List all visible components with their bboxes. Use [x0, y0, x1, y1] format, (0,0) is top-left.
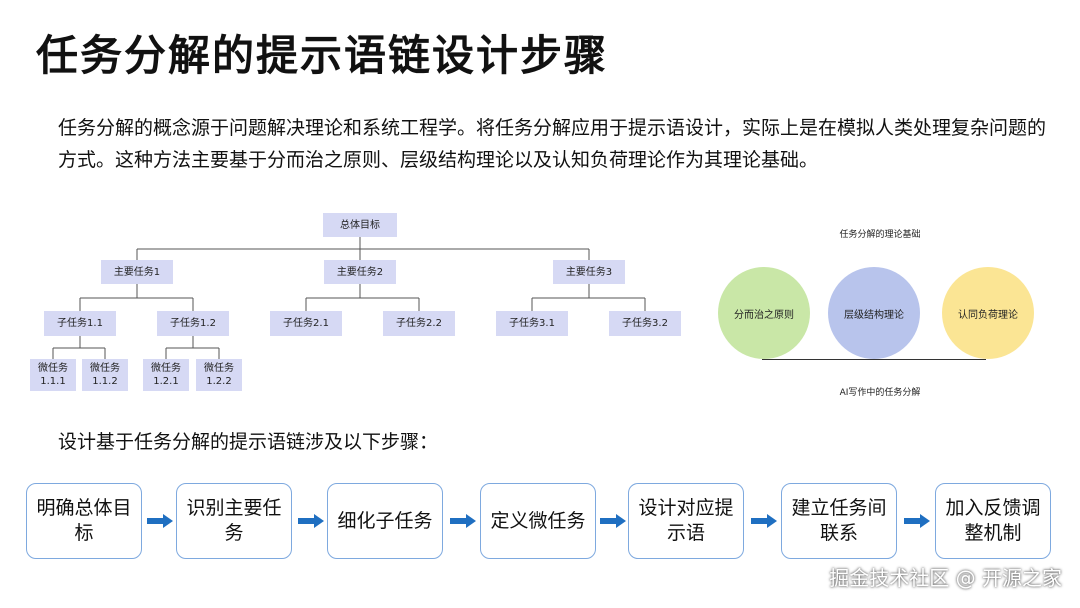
- tree-node-micro: 微任务 1.1.2: [82, 359, 128, 391]
- steps-heading: 设计基于任务分解的提示语链涉及以下步骤：: [58, 431, 439, 453]
- theory-title: 任务分解的理论基础: [839, 230, 921, 240]
- task-tree-diagram: 总体目标 主要任务1 主要任务2 主要任务3 子任务1.1 子任务1.2 子任务…: [0, 205, 700, 405]
- theory-caption: AI写作中的任务分解: [839, 388, 921, 398]
- right-arrow-icon: [298, 514, 324, 528]
- tree-node-main: 主要任务3: [553, 260, 625, 284]
- tree-node-sub: 子任务1.1: [44, 311, 116, 336]
- right-arrow-icon: [600, 514, 626, 528]
- tree-node-sub: 子任务2.1: [270, 311, 342, 336]
- theory-circle: 认同负荷理论: [942, 267, 1034, 359]
- intro-paragraph: 任务分解的概念源于问题解决理论和系统工程学。将任务分解应用于提示语设计，实际上是…: [58, 117, 1047, 171]
- right-arrow-icon: [450, 514, 476, 528]
- watermark: 掘金技术社区 @ 开源之家: [829, 566, 1062, 590]
- tree-node-sub: 子任务3.1: [496, 311, 568, 336]
- right-arrow-icon: [147, 514, 173, 528]
- tree-node-root: 总体目标: [323, 213, 397, 237]
- tree-node-micro: 微任务 1.1.1: [30, 359, 76, 391]
- theory-circle: 层级结构理论: [828, 267, 920, 359]
- step-box: 细化子任务: [327, 483, 443, 559]
- step-box: 建立任务间联系: [781, 483, 897, 559]
- right-arrow-icon: [904, 514, 930, 528]
- tree-node-sub: 子任务1.2: [157, 311, 229, 336]
- tree-node-main: 主要任务1: [101, 260, 173, 284]
- tree-node-sub: 子任务3.2: [609, 311, 681, 336]
- tree-node-sub: 子任务2.2: [383, 311, 455, 336]
- step-box: 加入反馈调整机制: [935, 483, 1051, 559]
- theory-circle: 分而治之原则: [718, 267, 810, 359]
- step-box: 识别主要任务: [176, 483, 292, 559]
- tree-node-micro: 微任务 1.2.1: [143, 359, 189, 391]
- tree-node-main: 主要任务2: [324, 260, 396, 284]
- step-box: 明确总体目标: [26, 483, 142, 559]
- step-box: 定义微任务: [480, 483, 596, 559]
- page-title: 任务分解的提示语链设计步骤: [36, 31, 609, 80]
- right-arrow-icon: [751, 514, 777, 528]
- tree-node-micro: 微任务 1.2.2: [196, 359, 242, 391]
- theory-diagram: 任务分解的理论基础 分而治之原则 层级结构理论 认同负荷理论 AI写作中的任务分…: [710, 215, 1050, 405]
- theory-baseline: [762, 359, 986, 360]
- step-box: 设计对应提示语: [628, 483, 744, 559]
- tree-connectors: [52, 237, 646, 359]
